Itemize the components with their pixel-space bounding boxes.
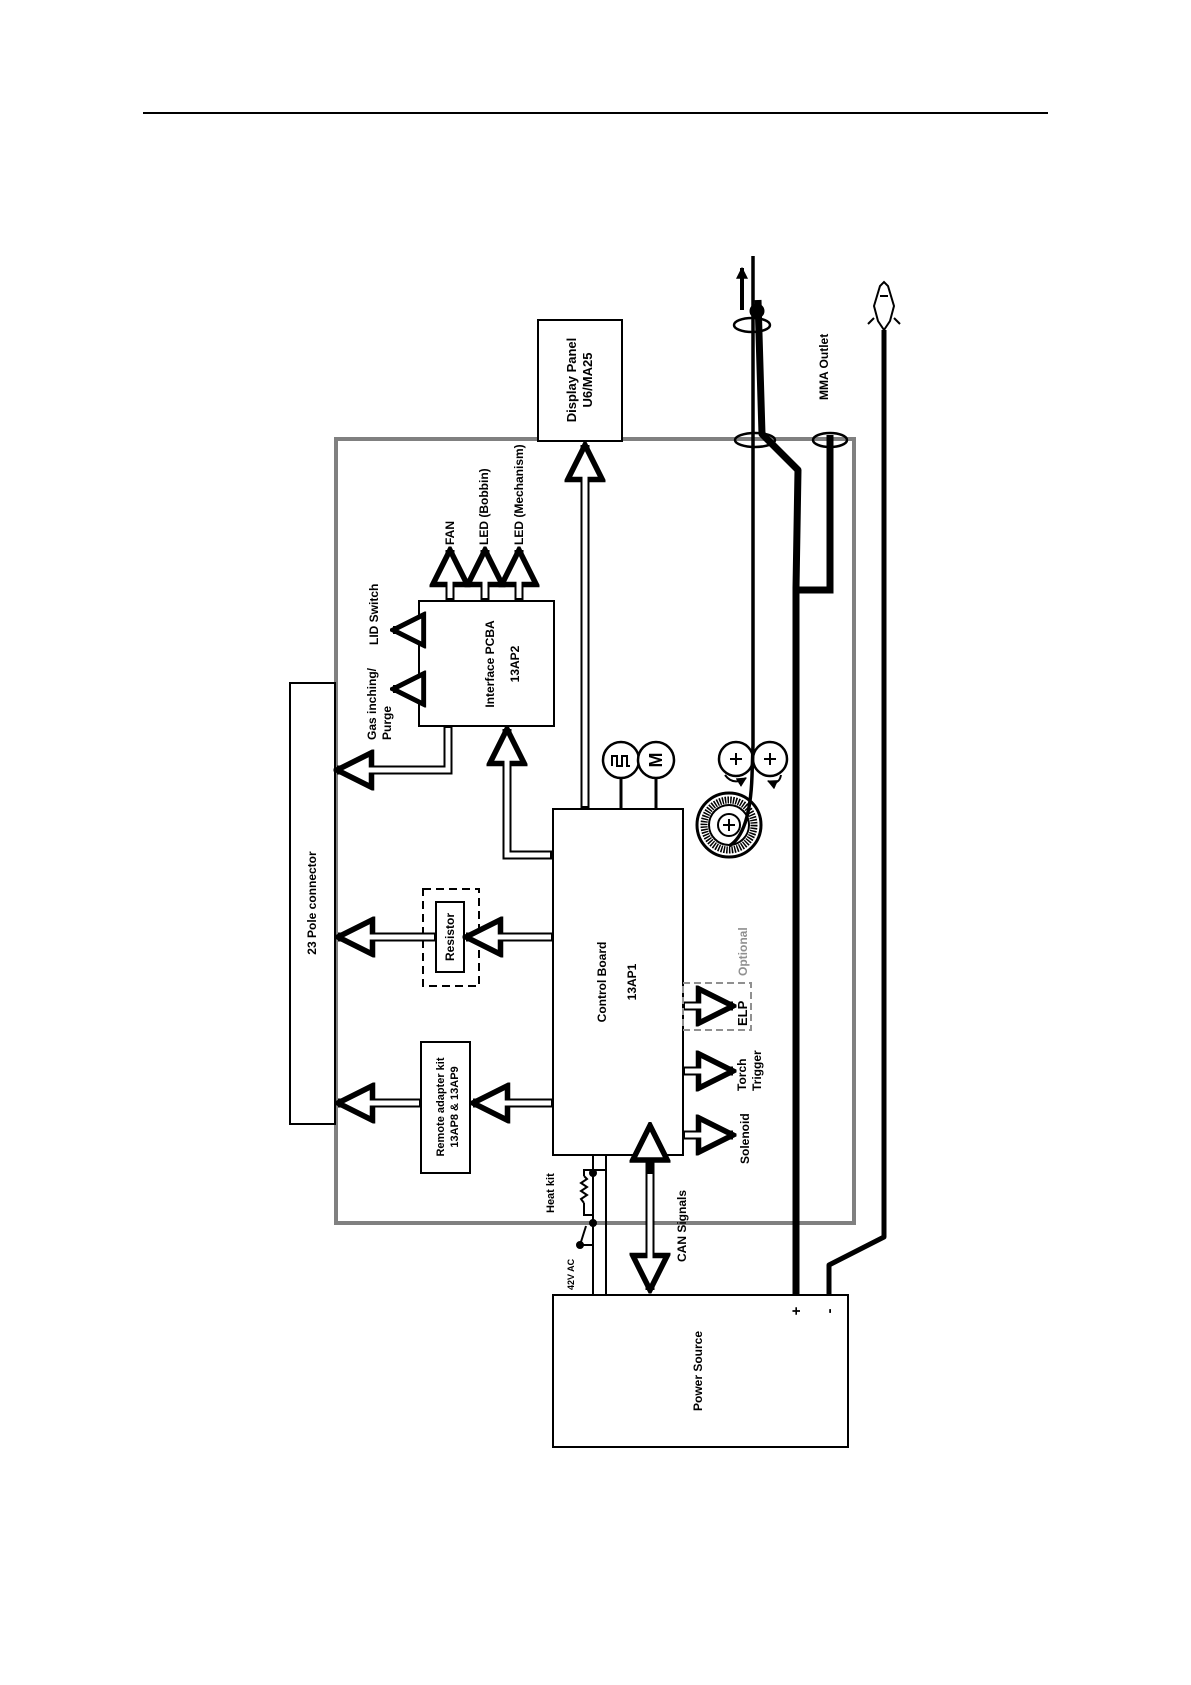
trigger-label: Trigger bbox=[750, 1050, 764, 1091]
interface-pcba-code: 13AP2 bbox=[508, 645, 522, 682]
pole-connector-block: 23 Pole connector bbox=[290, 683, 335, 1124]
resistor-label: Resistor bbox=[443, 913, 457, 961]
control-board-block: Control Board 13AP1 bbox=[553, 809, 683, 1155]
mma-outlet-label: MMA Outlet bbox=[817, 334, 831, 400]
optional-label: Optional bbox=[736, 927, 750, 976]
solenoid-label: Solenoid bbox=[738, 1113, 752, 1164]
heat-kit-label: Heat kit bbox=[545, 1173, 557, 1213]
led-bobbin-label: LED (Bobbin) bbox=[477, 468, 491, 545]
gas-inching-label: Gas inching/ bbox=[365, 667, 379, 740]
control-board-code: 13AP1 bbox=[625, 963, 639, 1000]
display-panel-label: Display Panel bbox=[564, 338, 579, 423]
positive-terminal-label: + bbox=[788, 1306, 805, 1315]
motor-symbol: M bbox=[638, 742, 674, 809]
negative-output-cable bbox=[829, 330, 884, 1295]
remote-adapter-kit-block: Remote adapter kit 13AP8 & 13AP9 bbox=[421, 1042, 470, 1173]
power-source-block: Power Source + - bbox=[553, 1295, 848, 1447]
power-source-label: Power Source bbox=[691, 1331, 705, 1411]
negative-terminal-label: - bbox=[821, 1309, 838, 1314]
interface-pcba-arrow bbox=[507, 729, 553, 855]
ac-42v-label: 42V AC bbox=[566, 1258, 576, 1290]
interface-pcba-label: Interface PCBA bbox=[483, 620, 497, 708]
interface-pcba-block: Interface PCBA 13AP2 bbox=[419, 601, 554, 726]
can-signals-label: CAN Signals bbox=[675, 1190, 689, 1262]
display-panel-model: U6/MA25 bbox=[580, 353, 595, 408]
elp-label: ELP bbox=[735, 1000, 750, 1026]
lid-switch-label: LID Switch bbox=[367, 584, 381, 645]
torch-label: Torch bbox=[735, 1059, 749, 1091]
display-panel-block: Display Panel U6/MA25 bbox=[538, 320, 622, 441]
pole-connector-label: 23 Pole connector bbox=[305, 851, 319, 955]
control-board-label: Control Board bbox=[595, 942, 609, 1023]
electrode-holder-icon bbox=[868, 282, 900, 330]
purge-label: Purge bbox=[380, 706, 394, 740]
motor-label: M bbox=[646, 753, 666, 768]
remote-kit-code: 13AP8 & 13AP9 bbox=[449, 1066, 461, 1147]
led-mechanism-label: LED (Mechanism) bbox=[512, 444, 526, 545]
remote-kit-label: Remote adapter kit bbox=[435, 1057, 447, 1156]
tacho-symbol bbox=[603, 742, 639, 809]
fan-label: FAN bbox=[443, 521, 457, 545]
positive-output-cable bbox=[742, 268, 830, 1295]
